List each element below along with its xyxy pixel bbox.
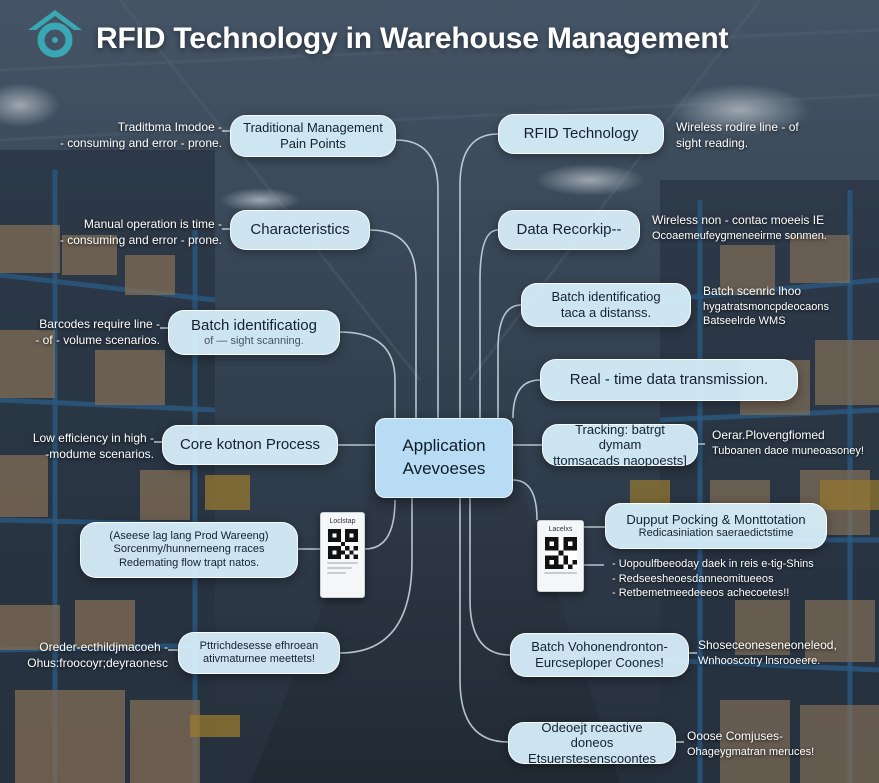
center-node-line-1: Application bbox=[402, 436, 486, 456]
node-characteristics: Characteristics bbox=[230, 210, 370, 250]
node-text: Odeoejt rceactive doneos bbox=[541, 719, 643, 751]
node-text: Batch Vohonendronton- bbox=[531, 639, 668, 655]
note-line: - Uopoulfbeeoday daek in reis e-tig-Shin… bbox=[612, 558, 814, 570]
node-text: Tracking: batrgt dymam bbox=[575, 421, 665, 453]
note-line: Batch scenric lhoo bbox=[703, 284, 802, 298]
node-text: Pain Points bbox=[280, 136, 346, 151]
node-text: taca a distanss. bbox=[560, 305, 652, 320]
note-compliance: Ooose Comjuses- Ohageygmatran meruces! bbox=[687, 729, 814, 759]
qr-card-line bbox=[544, 572, 577, 574]
node-realtime-transmission: Real - time data transmission. bbox=[540, 359, 798, 401]
page-title: RFID Technology in Warehouse Management bbox=[96, 22, 729, 55]
node-text: Batch identificatiog bbox=[191, 316, 317, 334]
note-line: - consuming and error - prone. bbox=[59, 135, 222, 150]
note-line: Ohus:froocoyr;deyraonesc bbox=[27, 655, 168, 670]
center-node-application: Application Avevoeses bbox=[375, 418, 513, 498]
note-contactless: Wireless non - contac moeeis IE Ocoaemeu… bbox=[652, 213, 827, 243]
node-text: Traditional Management bbox=[243, 120, 383, 136]
qr-card-line bbox=[327, 567, 352, 569]
qr-code-icon bbox=[544, 537, 577, 569]
note-line: -modume scenarios. bbox=[45, 446, 154, 461]
note-line: Wireless rodire line - of bbox=[676, 120, 799, 134]
qr-label-card-left: Loclstap bbox=[320, 512, 365, 598]
node-text: Etsuerstesenscoontes bbox=[528, 750, 656, 766]
note-line: Batseelrde WMS bbox=[703, 315, 786, 328]
note-line: Oerar.Plovengfiomed bbox=[712, 428, 825, 442]
node-text: Batch identificatiog bbox=[551, 289, 661, 305]
qr-label-card-right: Lacelxs bbox=[537, 520, 584, 592]
node-text: Characteristics bbox=[250, 221, 350, 238]
node-text: Sorcenmy/hunnerneeng rraces bbox=[113, 543, 265, 556]
note-line: Shoseceoneseneoneleod, bbox=[698, 638, 837, 652]
node-text: Data Recorkip-- bbox=[516, 221, 622, 238]
node-data-recording: Data Recorkip-- bbox=[498, 210, 640, 250]
node-text: (Aseese lag lang Prod Wareeng) bbox=[109, 530, 269, 543]
node-text: Real - time data transmission. bbox=[569, 371, 769, 388]
note-order: Oreder-ecthildjmacoeh - Ohus:froocoyr;de… bbox=[27, 640, 168, 672]
note-operations: Oerar.Plovengfiomed Tuboanen daoe muneoa… bbox=[712, 428, 864, 458]
node-text: RFID Technology bbox=[523, 125, 639, 142]
node-text: of — sight scanning. bbox=[204, 334, 304, 347]
note-line: Traditbma Imodoe - bbox=[117, 120, 222, 134]
note-line: Wireless non - contac moeeis IE bbox=[652, 213, 825, 227]
note-line: Barcodes require line - bbox=[39, 317, 160, 331]
node-retirements: Pttrichdesesse efhroean ativmaturnee mee… bbox=[178, 632, 340, 674]
node-traditional-pain-points: Traditional Management Pain Points bbox=[230, 115, 396, 157]
node-batch-identification-left: Batch identificatiog of — sight scanning… bbox=[168, 310, 340, 355]
qr-card-title: Lacelxs bbox=[548, 526, 573, 533]
qr-code-icon bbox=[327, 529, 358, 559]
node-leases-process: (Aseese lag lang Prod Wareeng) Sorcenmy/… bbox=[80, 522, 298, 578]
note-line: Ooose Comjuses- bbox=[687, 729, 784, 743]
node-batch-volume: Batch Vohonendronton- Eurcseploper Coone… bbox=[510, 633, 689, 677]
note-line: Ohageygmatran meruces! bbox=[687, 745, 815, 758]
note-line: Tuboanen daoe muneoasoney! bbox=[712, 444, 864, 457]
note-batch-scenario: Batch scenric lhoo hygatratsmoncpdeocaon… bbox=[703, 284, 829, 329]
qr-card-title: Loclstap bbox=[329, 518, 356, 525]
center-node-line-2: Avevoeses bbox=[402, 459, 486, 478]
note-line: hygatratsmoncpdeocaons bbox=[703, 300, 829, 313]
note-output-list: - Uopoulfbeeoday daek in reis e-tig-Shin… bbox=[612, 557, 814, 601]
node-text: ativmaturnee meettets! bbox=[203, 653, 315, 665]
note-line: Wnhooscotry lnsrooeere. bbox=[698, 654, 821, 667]
note-line: Manual operation is time - bbox=[83, 217, 222, 231]
node-rfid-technology: RFID Technology bbox=[498, 114, 664, 154]
note-line: - of - volume scenarios. bbox=[35, 332, 160, 347]
note-scenario: Shoseceoneseneoneleod, Wnhooscotry lnsro… bbox=[698, 638, 837, 668]
note-traditional: Traditbma Imodoe - - consuming and error… bbox=[60, 120, 222, 152]
note-manual-operation: Manual operation is time - - consuming a… bbox=[60, 217, 222, 249]
node-tracking: Tracking: batrgt dymam ttomsacads naopoe… bbox=[542, 421, 698, 468]
node-core-process: Core kotnon Process bbox=[162, 425, 338, 465]
node-output-packing: Dupput Pocking & Monttotation Redicasini… bbox=[605, 503, 827, 549]
node-text: Pttrichdesesse efhroean bbox=[199, 639, 319, 652]
node-text: Core kotnon Process bbox=[179, 436, 321, 453]
note-barcodes: Barcodes require line - - of - volume sc… bbox=[35, 317, 160, 349]
logo-icon bbox=[26, 8, 84, 58]
node-batch-identification-right: Batch identificatiog taca a distanss. bbox=[521, 283, 691, 327]
node-text: Redemating flow trapt natos. bbox=[118, 556, 260, 569]
note-line: sight reading. bbox=[676, 135, 749, 150]
qr-card-line bbox=[327, 562, 358, 564]
note-line: Low efficiency in high - bbox=[32, 431, 154, 445]
node-text: ttomsacads naopoests] bbox=[553, 452, 687, 468]
note-wireless: Wireless rodire line - of sight reading. bbox=[676, 120, 799, 152]
note-line: Ocoaemeufeygmeneeirme sonmen. bbox=[652, 229, 827, 242]
note-low-efficiency: Low efficiency in high - -modume scenari… bbox=[33, 431, 154, 463]
node-closure: Odeoejt rceactive doneos Etsuerstesensco… bbox=[508, 719, 676, 766]
note-line: - consuming and error - prone. bbox=[59, 232, 222, 247]
node-text: Dupput Pocking & Monttotation bbox=[626, 511, 806, 527]
note-line: Oreder-ecthildjmacoeh - bbox=[39, 640, 168, 654]
note-line: - Retbemetmeedeeeos achecoetes!! bbox=[612, 587, 790, 600]
node-text: Eurcseploper Coones! bbox=[535, 655, 664, 670]
note-line: - Redseesheoesdanneomitueeos bbox=[612, 572, 774, 585]
qr-card-line bbox=[327, 572, 347, 574]
node-text: Redicasiniation saeraedictstime bbox=[638, 527, 794, 540]
